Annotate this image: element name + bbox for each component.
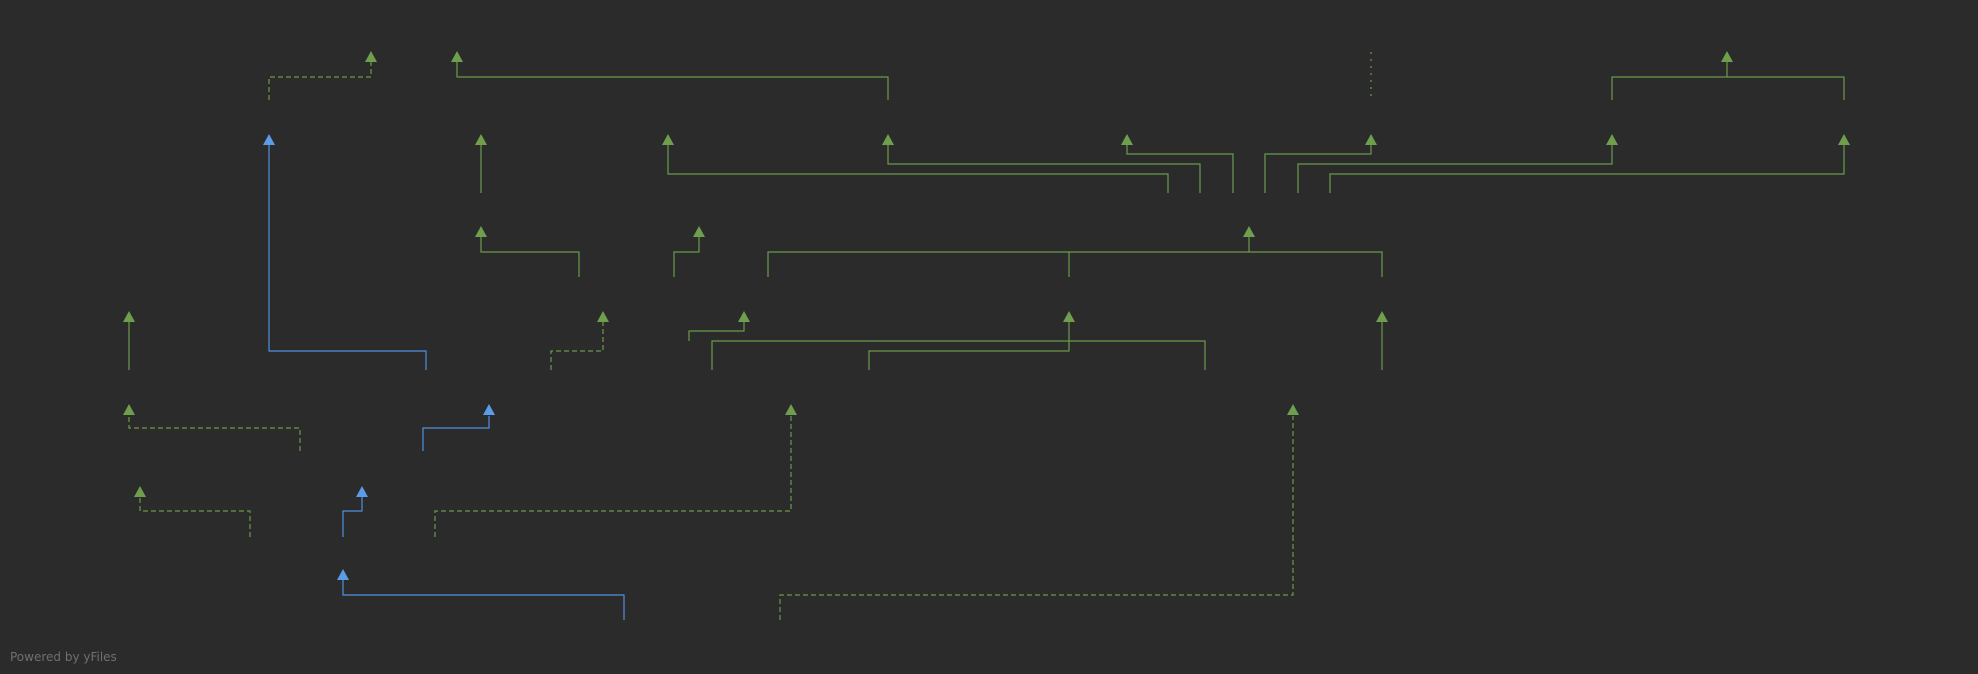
arrowhead-10 (1606, 134, 1618, 145)
arrowhead-23 (1287, 404, 1299, 415)
edge-30 (434, 416, 792, 537)
powered-by-credit: Powered by yFiles (10, 650, 117, 664)
arrowhead-1 (365, 51, 377, 62)
edge-2 (456, 62, 889, 100)
arrowhead-21 (483, 404, 495, 415)
arrowhead-4 (263, 134, 275, 145)
edge-25 (128, 416, 301, 451)
edge-10 (1126, 145, 1234, 193)
arrowhead-19 (1376, 311, 1388, 322)
arrowhead-3 (1721, 51, 1733, 62)
arrowhead-14 (1243, 226, 1255, 237)
edge-6 (268, 145, 427, 370)
edge-9 (887, 145, 1201, 193)
arrow-layer (123, 51, 1850, 580)
arrowhead-17 (738, 311, 750, 322)
edge-12 (1297, 145, 1613, 193)
arrowhead-24 (134, 486, 146, 497)
arrowhead-6 (662, 134, 674, 145)
edge-32 (779, 540, 1294, 620)
edge-23 (868, 322, 1070, 370)
arrowhead-25 (356, 486, 368, 497)
edge-13 (1329, 145, 1845, 193)
arrowhead-13 (693, 226, 705, 237)
edge-8 (667, 145, 1169, 193)
edge-14 (480, 237, 580, 277)
arrowhead-9 (1365, 134, 1377, 145)
edge-15 (673, 237, 700, 277)
arrowhead-22 (785, 404, 797, 415)
edge-11 (1264, 145, 1372, 193)
arrowhead-26 (337, 569, 349, 580)
edge-16 (767, 251, 1383, 277)
edge-31 (342, 580, 625, 620)
edge-20 (550, 322, 604, 370)
edge-28 (139, 497, 251, 537)
arrowhead-2 (451, 51, 463, 62)
arrowhead-8 (1121, 134, 1133, 145)
arrowhead-18 (1063, 311, 1075, 322)
edge-4 (1611, 76, 1845, 100)
arrowhead-5 (475, 134, 487, 145)
edge-22 (688, 322, 745, 341)
edge-21 (711, 340, 1206, 370)
arrowhead-11 (1838, 134, 1850, 145)
edge-29 (342, 497, 363, 537)
arrowhead-16 (597, 311, 609, 322)
arrowhead-20 (123, 404, 135, 415)
edge-layer (128, 52, 1845, 620)
arrowhead-7 (882, 134, 894, 145)
edge-26 (422, 416, 490, 451)
arrowhead-12 (475, 226, 487, 237)
edge-1 (268, 62, 372, 100)
arrowhead-15 (123, 311, 135, 322)
